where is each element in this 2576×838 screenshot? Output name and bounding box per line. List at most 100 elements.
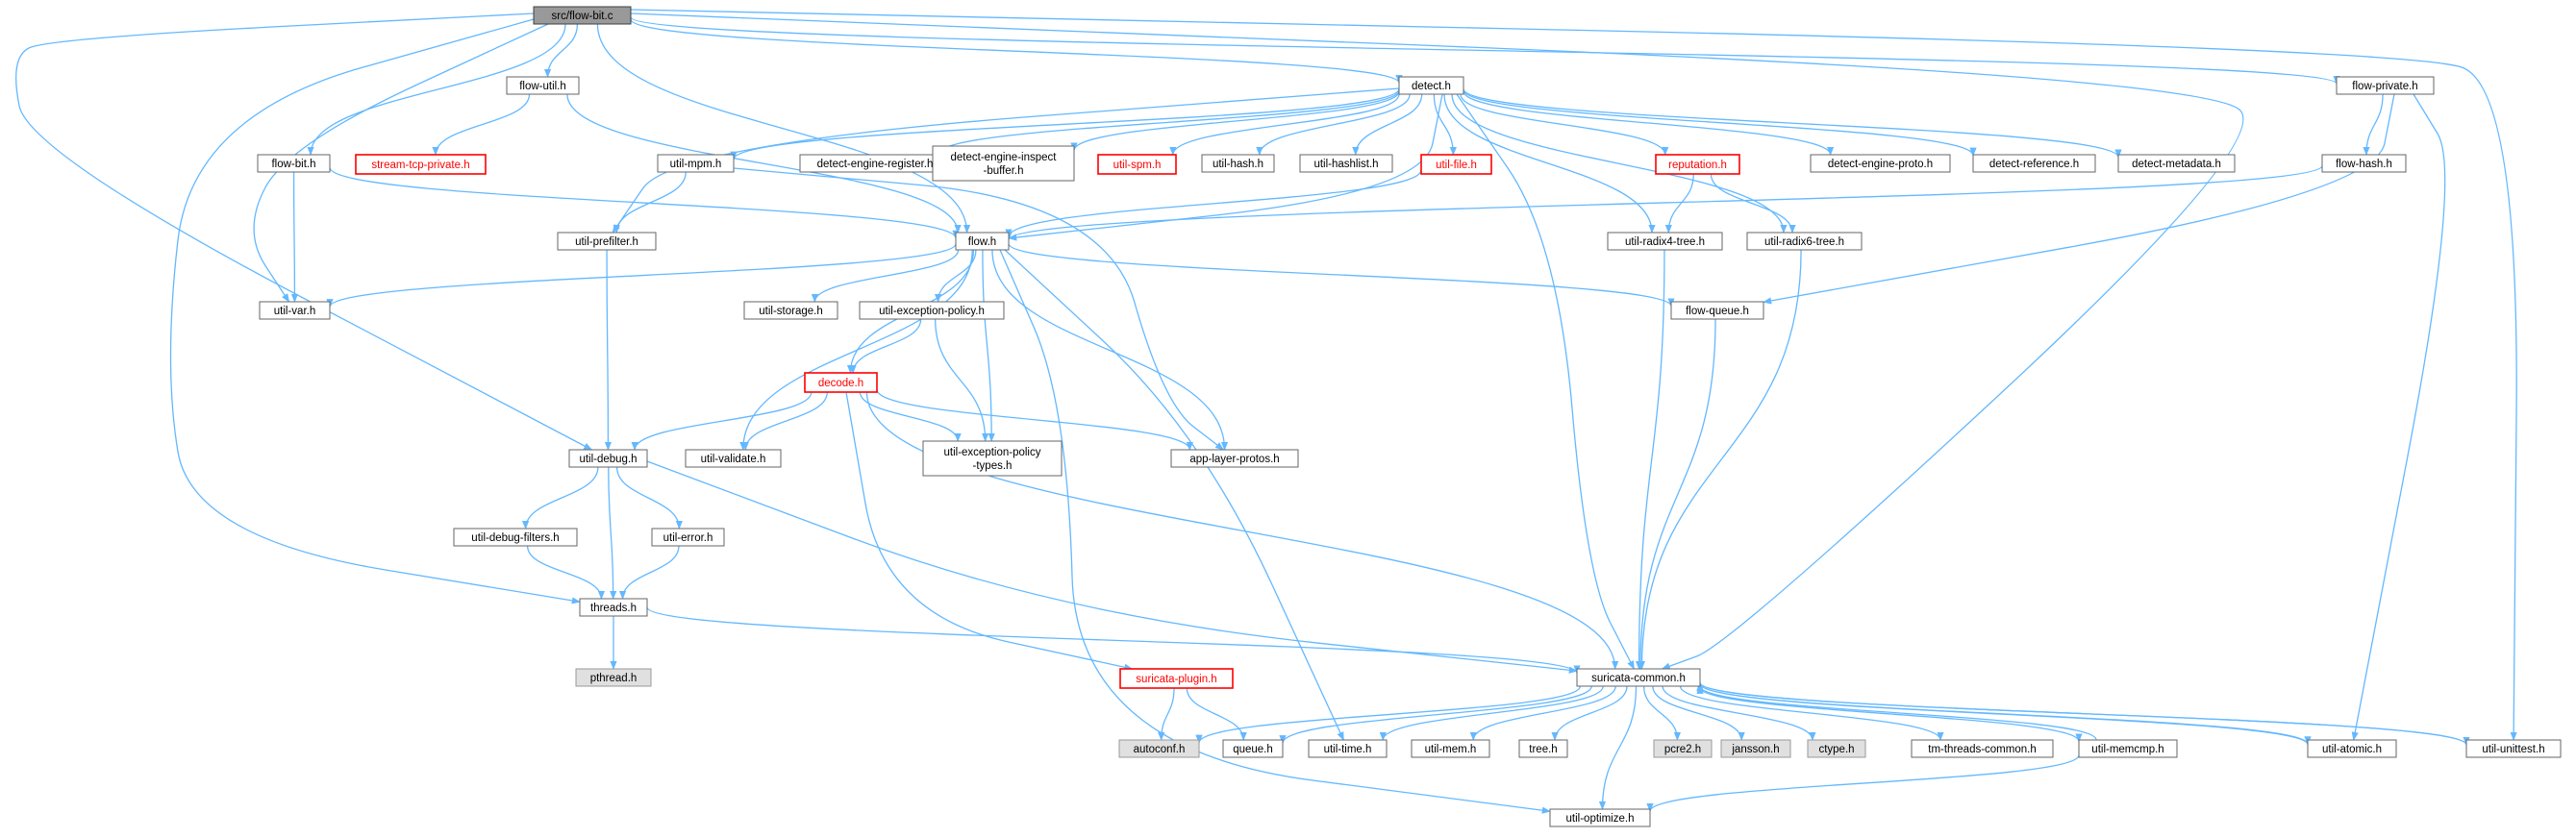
node-util-hash-h[interactable]: util-hash.h	[1201, 154, 1275, 173]
node-src-flow-bit-c[interactable]: src/flow-bit.c	[533, 6, 632, 25]
node-box	[922, 440, 1063, 477]
edge-detect-h-to-detect-reference-h	[1463, 89, 1977, 157]
node-box	[859, 301, 1005, 320]
node-tree-h[interactable]: tree.h	[1518, 739, 1568, 758]
edge-flow-h-to-util-exception-policy-h	[934, 249, 977, 303]
node-box	[1807, 739, 1866, 758]
node-box	[575, 668, 652, 687]
node-suricata-common-h[interactable]: suricata-common.h	[1576, 668, 1701, 687]
node-flow-hash-h[interactable]: flow-hash.h	[2321, 154, 2407, 173]
node-util-var-h[interactable]: util-var.h	[259, 301, 331, 320]
node-tm-threads-common-h[interactable]: tm-threads-common.h	[1911, 739, 2054, 758]
node-box	[651, 528, 725, 547]
edge-flow-util-h-to-stream-tcp-private-h	[432, 93, 531, 156]
edge-flow-h-to-util-validate-h	[739, 249, 973, 451]
node-util-optimize-h[interactable]: util-optimize.h	[1549, 808, 1651, 827]
node-queue-h[interactable]: queue.h	[1222, 739, 1284, 758]
node-box	[1308, 739, 1388, 758]
edge-util-memcmp-h-to-suricata-common-h	[1696, 684, 2097, 741]
edge-detect-h-to-detect-engine-register-h	[933, 89, 1400, 156]
node-label: reputation.h	[1668, 160, 1727, 171]
node-util-error-h[interactable]: util-error.h	[651, 528, 725, 547]
node-reputation-h[interactable]: reputation.h	[1655, 154, 1740, 175]
node-util-time-h[interactable]: util-time.h	[1308, 739, 1388, 758]
node-label: -types.h	[973, 460, 1013, 472]
node-detect-engine-register-h[interactable]: detect-engine-register.h	[799, 154, 951, 173]
node-util-debug-filters-h[interactable]: util-debug-filters.h	[453, 528, 578, 547]
node-decode-h[interactable]: decode.h	[804, 372, 878, 393]
node-flow-h[interactable]: flow.h	[955, 232, 1010, 251]
edge-detect-h-to-util-radix6-tree-h	[1451, 93, 1788, 234]
node-detect-engine-proto-h[interactable]: detect-engine-proto.h	[1810, 154, 1951, 173]
edge-suricata-common-h-to-tm-threads-common-h	[1679, 685, 1944, 741]
node-flow-private-h[interactable]: flow-private.h	[2336, 76, 2435, 95]
node-util-exception-policy-types-h[interactable]: util-exception-policy -types.h	[922, 440, 1063, 477]
edge-src-flow-bit-c-to-flow-util-h	[543, 23, 579, 78]
node-label: flow-private.h	[2352, 81, 2417, 92]
node-box	[1411, 739, 1490, 758]
edge-src-flow-bit-c-to-util-debug-h	[15, 12, 593, 451]
edge-suricata-common-h-to-util-time-h	[1379, 685, 1604, 741]
node-detect-h[interactable]: detect.h	[1398, 76, 1464, 95]
node-util-radix6-tree-h[interactable]: util-radix6-tree.h	[1746, 232, 1863, 251]
node-suricata-plugin-h[interactable]: suricata-plugin.h	[1119, 668, 1234, 689]
node-util-memcmp-h[interactable]: util-memcmp.h	[2078, 739, 2178, 758]
edge-suricata-common-h-to-util-memcmp-h	[1697, 685, 2083, 743]
node-box	[804, 372, 878, 393]
node-util-prefilter-h[interactable]: util-prefilter.h	[557, 232, 657, 251]
edge-detect-h-to-flow-h	[1008, 93, 1443, 241]
node-box	[1518, 739, 1568, 758]
node-label: detect-reference.h	[1989, 159, 2079, 170]
node-box	[1097, 154, 1177, 175]
edge-src-flow-bit-c-to-flow-bit-h	[307, 23, 566, 156]
edge-util-exception-policy-h-to-util-exception-policy-types-h	[935, 318, 989, 442]
node-box	[1170, 449, 1299, 468]
node-util-mem-h[interactable]: util-mem.h	[1411, 739, 1490, 758]
node-box	[579, 598, 648, 617]
node-util-debug-h[interactable]: util-debug.h	[568, 449, 648, 468]
node-label: util-exception-policy	[944, 447, 1041, 458]
node-stream-tcp-private-h[interactable]: stream-tcp-private.h	[355, 154, 487, 175]
node-box	[257, 154, 331, 173]
edge-flow-hash-h-to-flow-h	[1005, 164, 2323, 241]
node-box	[259, 301, 331, 320]
node-label: flow-util.h	[519, 81, 566, 92]
node-util-spm-h[interactable]: util-spm.h	[1097, 154, 1177, 175]
node-box	[1670, 301, 1764, 320]
node-util-atomic-h[interactable]: util-atomic.h	[2307, 739, 2397, 758]
node-util-file-h[interactable]: util-file.h	[1420, 154, 1492, 175]
node-box	[2336, 76, 2435, 95]
node-util-hashlist-h[interactable]: util-hashlist.h	[1299, 154, 1393, 173]
node-threads-h[interactable]: threads.h	[579, 598, 648, 617]
node-util-validate-h[interactable]: util-validate.h	[685, 449, 782, 468]
edge-flow-private-h-to-flow-hash-h	[2363, 93, 2384, 156]
edge-util-atomic-h-to-suricata-common-h	[1696, 682, 2309, 746]
edge-decode-h-to-util-validate-h	[741, 391, 828, 451]
node-pcre2-h: pcre2.h	[1653, 739, 1713, 758]
edge-src-flow-bit-c-to-threads-h	[169, 18, 581, 604]
node-box	[2078, 739, 2178, 758]
node-util-storage-h[interactable]: util-storage.h	[743, 301, 838, 320]
node-label: autoconf.h	[1134, 744, 1186, 755]
node-label: util-file.h	[1436, 160, 1477, 171]
node-util-radix4-tree-h[interactable]: util-radix4-tree.h	[1607, 232, 1723, 251]
node-label: util-exception-policy.h	[879, 306, 985, 317]
edge-flow-h-to-util-time-h	[1004, 249, 1344, 741]
node-box	[2117, 154, 2236, 173]
edge-util-prefilter-h-to-util-debug-h	[604, 249, 613, 451]
node-label: jansson.h	[1731, 744, 1779, 755]
edge-src-flow-bit-c-to-detect-h	[630, 18, 1403, 85]
edge-util-mpm-h-to-app-layer-protos-h	[733, 167, 1225, 451]
node-util-unittest-h[interactable]: util-unittest.h	[2465, 739, 2562, 758]
node-util-mpm-h[interactable]: util-mpm.h	[657, 154, 735, 173]
node-flow-bit-h[interactable]: flow-bit.h	[257, 154, 331, 173]
node-flow-queue-h[interactable]: flow-queue.h	[1670, 301, 1764, 320]
node-detect-engine-inspect-buffer-h[interactable]: detect-engine-inspect-buffer.h	[932, 145, 1075, 182]
node-util-exception-policy-h[interactable]: util-exception-policy.h	[859, 301, 1005, 320]
node-flow-util-h[interactable]: flow-util.h	[506, 76, 580, 95]
node-detect-reference-h[interactable]: detect-reference.h	[1972, 154, 2096, 173]
node-app-layer-protos-h[interactable]: app-layer-protos.h	[1170, 449, 1299, 468]
edge-detect-h-to-util-prefilter-h	[612, 87, 1400, 234]
node-detect-metadata-h[interactable]: detect-metadata.h	[2117, 154, 2236, 173]
node-ctype-h: ctype.h	[1807, 739, 1866, 758]
